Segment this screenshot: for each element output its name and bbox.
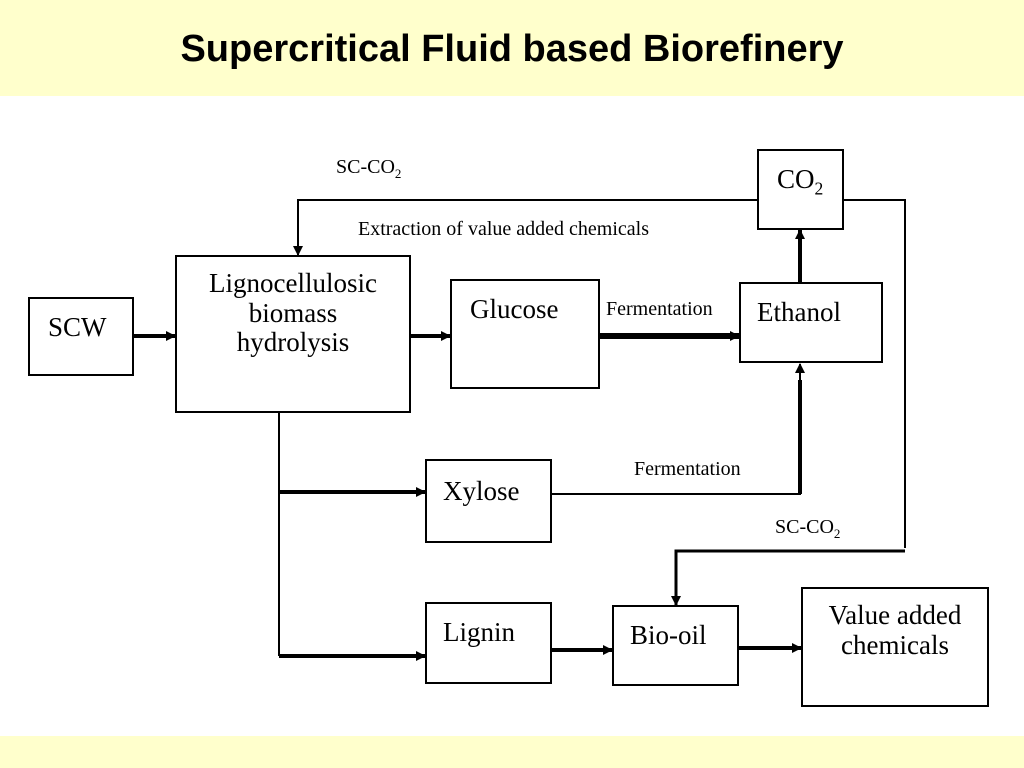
ethanol-label: Ethanol (757, 297, 841, 327)
biooil-label: Bio-oil (630, 620, 707, 650)
line-co2-to-right-rail (843, 199, 906, 548)
ethanol-box: Ethanol (739, 282, 883, 363)
xylose-box: Xylose (425, 459, 552, 543)
biooil-box: Bio-oil (612, 605, 739, 686)
slide-title: Supercritical Fluid based Biorefinery (180, 28, 844, 70)
co2-label: CO2 (777, 164, 824, 199)
value-added-box: Value added chemicals (801, 587, 989, 707)
scco2-mid-label: SC-CO2 (775, 516, 841, 541)
hydrolysis-label-line2: biomass (248, 297, 338, 328)
arrow-rail-to-biooil (671, 549, 905, 606)
hydrolysis-label-line1: Lignocellulosic (209, 268, 377, 298)
scco2-top-label: SC-CO2 (336, 156, 402, 181)
hydrolysis-box: Lignocellulosic biomass hydrolysis (175, 255, 411, 413)
glucose-label: Glucose (470, 294, 559, 324)
lignin-label: Lignin (443, 617, 515, 647)
co2-box: CO2 (757, 149, 844, 230)
glucose-box: Glucose (450, 279, 600, 389)
fermentation-glucose-label: Fermentation (606, 298, 713, 320)
extraction-label: Extraction of value added chemicals (358, 218, 649, 240)
arrow-co2-recycle-to-hydrolysis (293, 199, 758, 256)
scw-label: SCW (48, 312, 107, 342)
value-added-label-line1: Value added (828, 600, 962, 630)
fermentation-xylose-label: Fermentation (634, 458, 741, 480)
lignin-box: Lignin (425, 602, 552, 684)
scw-box: SCW (28, 297, 134, 376)
xylose-label: Xylose (443, 476, 520, 506)
value-added-label-line2: chemicals (841, 629, 949, 660)
hydrolysis-label-line3: hydrolysis (236, 327, 350, 358)
